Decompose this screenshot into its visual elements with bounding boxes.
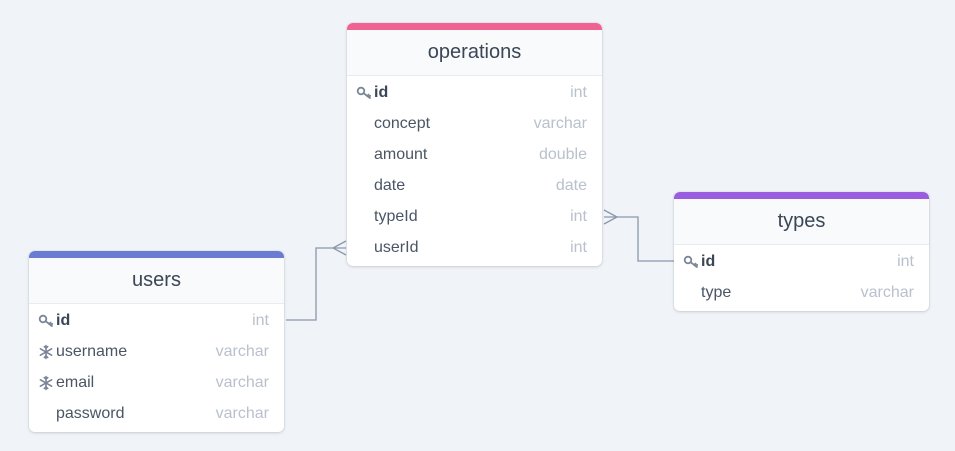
key-icon [37,312,55,330]
field-name: id [374,83,389,101]
field-row-date[interactable]: date date [347,170,602,201]
field-name: concept [374,114,431,132]
field-type: varchar [215,373,269,391]
field-type: double [538,145,587,163]
field-name: id [701,252,716,270]
table-accent-bar [347,23,602,30]
field-row-email[interactable]: email varchar [29,367,284,398]
table-types[interactable]: types id int type varchar [674,192,929,311]
relation-operations-users [286,240,347,321]
field-name: typeId [374,207,418,225]
crowfoot-many-icon [603,209,619,225]
field-row-typeid[interactable]: typeId int [347,201,602,232]
table-header[interactable]: users [29,258,284,304]
field-name: userId [374,238,419,256]
field-row-amount[interactable]: amount double [347,139,602,170]
field-name: amount [374,145,428,163]
field-type: int [252,311,269,329]
field-name: date [374,176,406,194]
field-row-id[interactable]: id int [674,246,929,277]
relation-operations-types [603,209,674,262]
field-type: varchar [533,114,587,132]
table-header[interactable]: types [674,199,929,245]
table-header[interactable]: operations [347,30,602,76]
field-row-id[interactable]: id int [347,77,602,108]
table-operations[interactable]: operations id int concept varchar amount… [347,23,602,266]
field-type: varchar [215,404,269,422]
field-type: int [897,252,914,270]
field-row-type[interactable]: type varchar [674,277,929,308]
table-accent-bar [29,251,284,258]
field-type: int [570,83,587,101]
field-name: username [56,342,128,360]
field-type: varchar [860,283,914,301]
table-accent-bar [674,192,929,199]
field-row-password[interactable]: password varchar [29,398,284,429]
field-type: int [570,207,587,225]
field-name: id [56,311,71,329]
field-name: type [701,283,732,301]
field-name: password [56,404,125,422]
crowfoot-many-icon [331,240,347,256]
key-icon [355,84,373,102]
field-type: int [570,238,587,256]
key-icon [682,253,700,271]
field-row-userid[interactable]: userId int [347,232,602,263]
field-row-id[interactable]: id int [29,305,284,336]
field-row-username[interactable]: username varchar [29,336,284,367]
table-users[interactable]: users id int username varchar ema [29,251,284,432]
unique-icon [37,374,55,392]
field-type: date [555,176,587,194]
field-row-concept[interactable]: concept varchar [347,108,602,139]
field-type: varchar [215,342,269,360]
unique-icon [37,343,55,361]
field-name: email [56,373,95,391]
